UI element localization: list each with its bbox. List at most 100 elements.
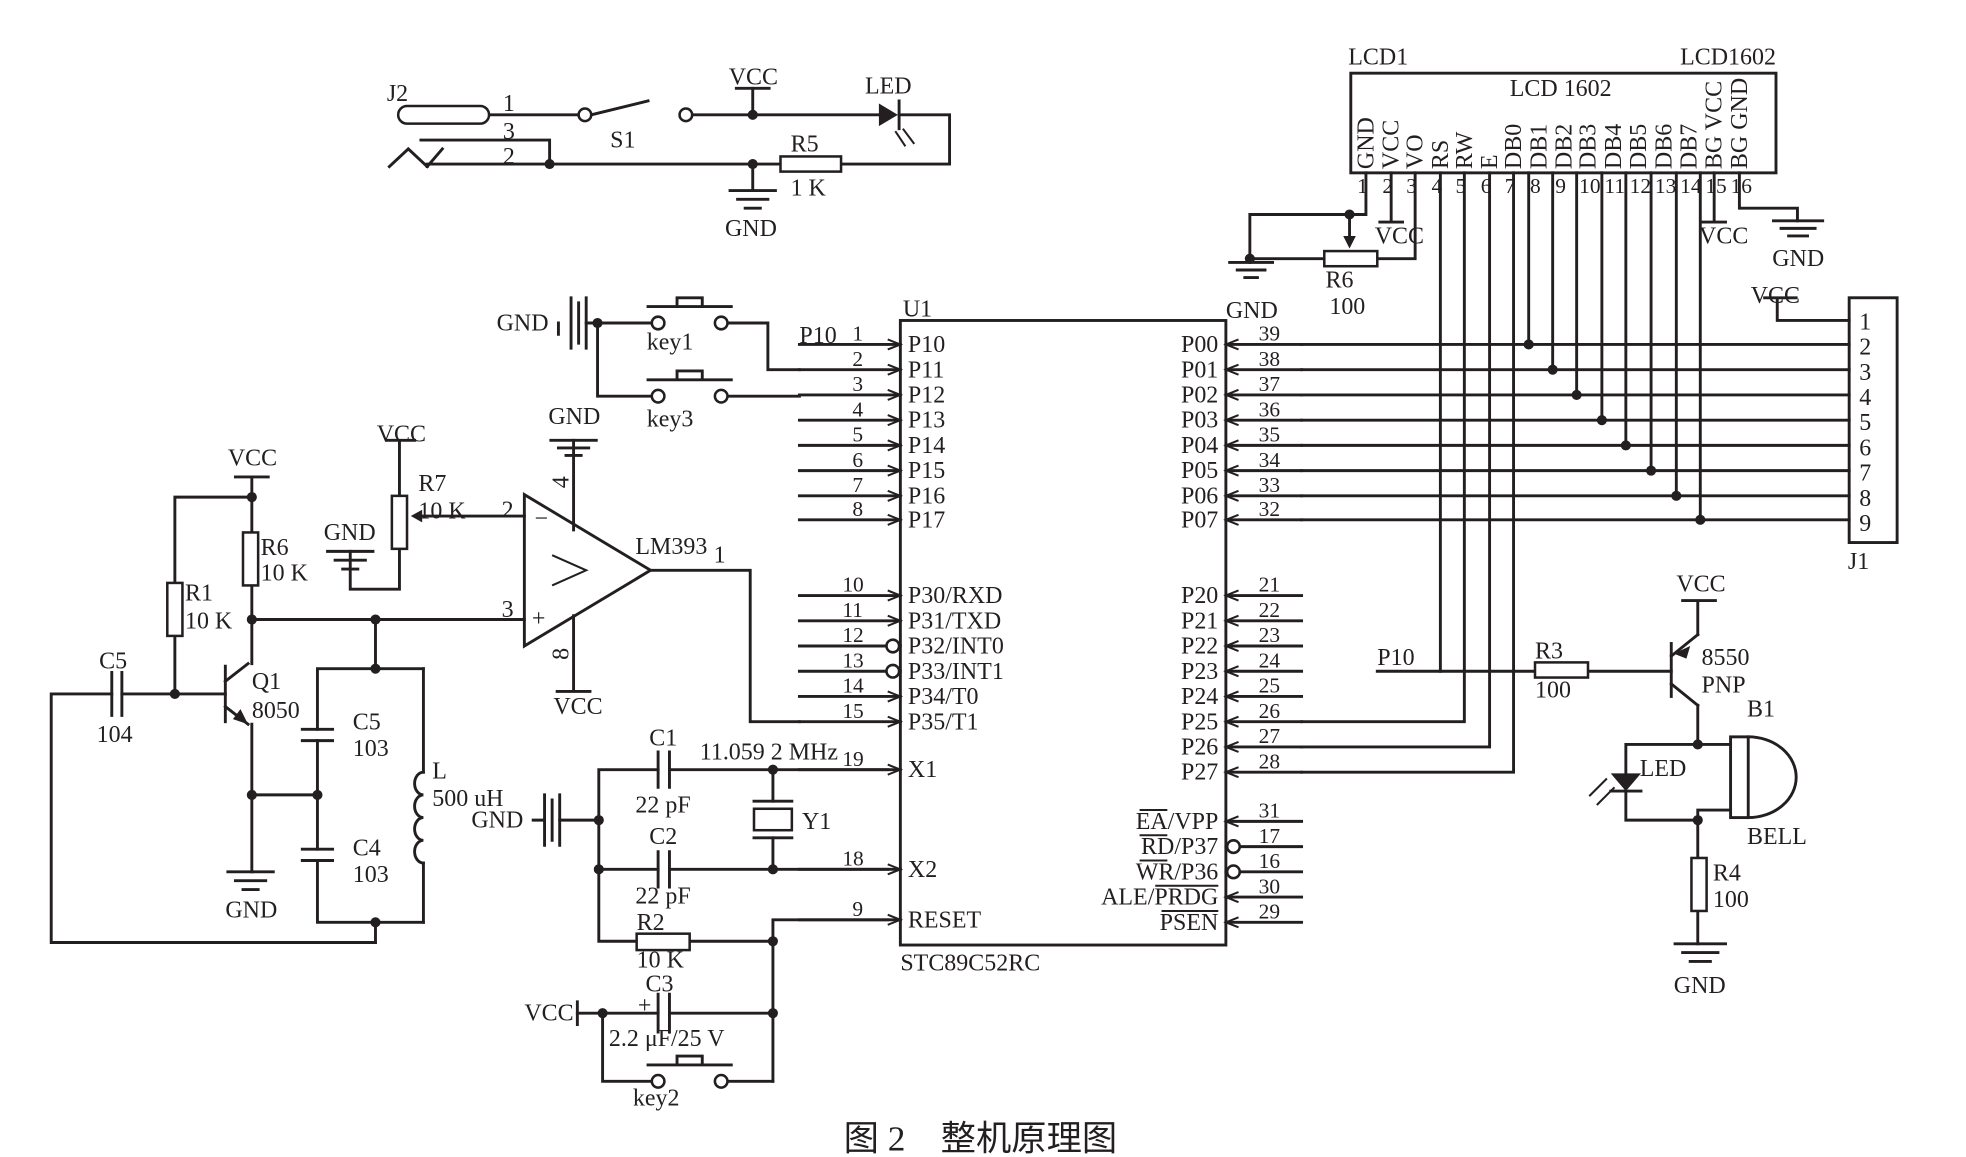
c1-label: C1: [649, 726, 677, 752]
key2-label: key2: [633, 1085, 680, 1111]
lcd-pin-number: 5: [1456, 174, 1467, 198]
junction-dot: [370, 917, 381, 928]
u1-pin-arrow: [887, 363, 904, 376]
junction-dot: [312, 789, 323, 800]
u1-pin-name: RESET: [908, 907, 982, 933]
lcd-pin-name: RW: [1452, 131, 1478, 169]
j1-pin-number: 8: [1859, 486, 1871, 512]
c5-value: 103: [353, 736, 389, 762]
u1-pin-arrow: [1223, 513, 1239, 526]
gnd-label: GND: [1226, 298, 1278, 324]
u1-pin-number: 29: [1259, 900, 1280, 924]
power-input-circuit: [387, 99, 916, 210]
u1-pin-number: 17: [1259, 824, 1281, 848]
lcd-pin-name: VCC: [1379, 120, 1405, 169]
wire: [649, 568, 801, 724]
crystal-freq: 11.059 2 MHz: [700, 740, 838, 766]
u1-pin-number: 9: [852, 897, 863, 921]
y1-crystal: [752, 807, 794, 832]
gnd-symbol: [556, 296, 588, 350]
lcd-pin-name: GND: [1354, 117, 1380, 169]
u1-pin-name: P31/TXD: [908, 608, 1001, 634]
lcd-pin-name: DB0: [1501, 124, 1527, 169]
c4-label: C4: [353, 835, 381, 861]
l-inductor: [413, 770, 425, 865]
wire: [233, 475, 270, 534]
c2-value: 22 pF: [635, 883, 690, 909]
u1-pin-arrow: [1223, 338, 1239, 351]
opamp-pin-1: 1: [714, 543, 726, 569]
u1-pin-arrow: [1223, 740, 1239, 753]
wire: [1300, 171, 1516, 774]
u1-pin-number: 34: [1259, 448, 1281, 472]
u1-pin-arrow: [1223, 916, 1239, 929]
lcd-pin-name: DB5: [1626, 124, 1652, 169]
u1-pin-inverter: [1225, 839, 1242, 855]
r7-label: R7: [418, 471, 446, 497]
u1-pin-number: 31: [1259, 799, 1280, 823]
lcd-pin-number: 2: [1382, 174, 1393, 198]
r1-value: 10 K: [185, 608, 233, 634]
u1-pin-number: 32: [1259, 497, 1280, 521]
comparator-symbol: [551, 554, 589, 587]
wire: [1696, 703, 1733, 746]
lcd-pin-number: 9: [1555, 174, 1566, 198]
junction-dot: [1523, 339, 1534, 350]
lcd-pin-number: 1: [1357, 174, 1368, 198]
r3-label: R3: [1535, 639, 1563, 665]
wire: [1300, 171, 1492, 749]
u1-pin-inverter: [885, 638, 901, 654]
u1-pin-arrow: [887, 338, 904, 351]
u1-pin-arrow: [1223, 766, 1239, 779]
lcd-part-label: LCD1602: [1680, 44, 1776, 70]
u1-pin-number: 26: [1259, 699, 1281, 723]
pnp-legs: [1669, 632, 1700, 708]
gnd-label: GND: [324, 520, 376, 546]
junction-dot: [169, 688, 180, 699]
vcc-label: VCC: [524, 1001, 573, 1027]
lcd1-label: LCD1: [1348, 44, 1408, 70]
u1-pin-name: P10: [908, 332, 945, 358]
gnd-label: GND: [225, 897, 277, 923]
c4-value: 103: [353, 862, 389, 888]
u1-pin-number: 23: [1259, 623, 1280, 647]
u1-pin-arrow: [887, 715, 904, 728]
u1-pin-name: P12: [908, 382, 945, 408]
u1-pin-name: P27: [1181, 760, 1218, 786]
u1-pin-number: 4: [852, 397, 863, 421]
gnd-symbol: [531, 793, 562, 847]
lcd-pin-name: RS: [1428, 140, 1454, 169]
s1-switch-contact: [577, 107, 593, 123]
u1-pin-name: P33/INT1: [908, 659, 1004, 685]
u1-pin-arrow: [1223, 589, 1239, 602]
r5-value: 1 K: [791, 176, 827, 202]
junction-dot: [1571, 389, 1582, 400]
u1-pin-number: 30: [1259, 874, 1280, 898]
junction-dot: [747, 109, 758, 120]
j1-pin-number: 5: [1859, 410, 1871, 436]
u1-pin-arrow: [1223, 815, 1239, 828]
r4-value: 100: [1713, 887, 1749, 913]
r7-value: 10 K: [418, 499, 466, 525]
indicator-led-arrows: [1588, 777, 1616, 806]
vcc-label: VCC: [1699, 224, 1748, 250]
wire: [49, 692, 377, 944]
u1-pin-number: 38: [1259, 347, 1280, 371]
u1-pin-number: 22: [1259, 598, 1280, 622]
u1-pin-arrow: [1223, 690, 1239, 703]
r2-label: R2: [637, 910, 665, 936]
r3-resistor: [1533, 661, 1590, 679]
u1-pin-name: P34/T0: [908, 684, 979, 710]
lcd-pin-name: VO: [1403, 134, 1429, 169]
u1-pin-arrow: [887, 388, 904, 401]
u1-pin-number: 13: [842, 648, 863, 672]
lcd-pin-name: DB1: [1526, 124, 1552, 169]
j2-jack-plug: [396, 104, 491, 125]
u1-pin-number: 10: [842, 573, 863, 597]
lcd-pin-name: E: [1477, 154, 1503, 169]
u1-pin-name: P21: [1181, 608, 1218, 634]
u1-pin-number: 18: [842, 847, 863, 871]
